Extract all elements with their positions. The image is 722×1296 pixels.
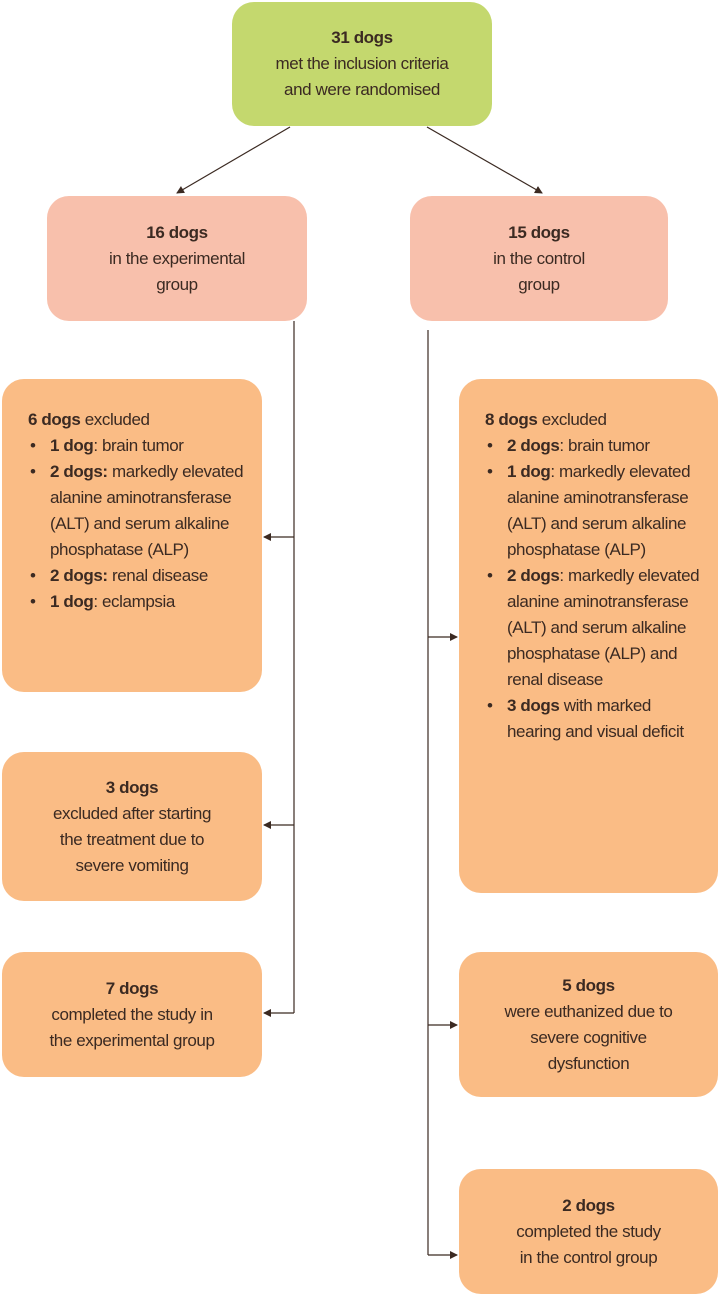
item-reason: : markedly elevated alanine aminotransfe… (507, 566, 700, 689)
exp-excluded-count: 6 dogs (28, 410, 81, 429)
ctrl-completed-text: completed the study (516, 1221, 661, 1241)
item-count: 2 dogs (507, 566, 560, 585)
ctrl-euthanized-text: severe cognitive (530, 1027, 647, 1047)
exp-completed-text: the experimental group (49, 1030, 215, 1050)
ctrl-excluded-count: 8 dogs (485, 410, 538, 429)
randomised-count: 31 dogs (331, 28, 393, 47)
list-item: 2 dogs: renal disease (28, 563, 252, 589)
exp-vomiting-text: the treatment due to (59, 829, 205, 849)
item-reason: renal disease (107, 566, 208, 585)
list-item: 1 dog: eclampsia (28, 589, 252, 615)
ctrl-excluded-label: excluded (537, 410, 607, 429)
randomised-box: 31 dogs met the inclusion criteria and w… (232, 2, 492, 126)
exp-vomiting-text: severe vomiting (75, 855, 189, 875)
control-euthanized-box: 5 dogs were euthanized due to severe cog… (459, 952, 718, 1097)
item-reason: markedly elevated alanine aminotransfera… (50, 462, 244, 559)
experimental-text: in the experimental (108, 248, 246, 268)
control-excluded-box: 8 dogs excluded 2 dogs: brain tumor 1 do… (459, 379, 718, 893)
exp-vomiting-text: excluded after starting (52, 803, 212, 823)
ctrl-euthanized-count: 5 dogs (562, 975, 615, 995)
control-count: 15 dogs (508, 222, 570, 242)
item-reason: : eclampsia (93, 592, 175, 611)
experimental-vomiting-box: 3 dogs excluded after starting the treat… (2, 752, 262, 901)
ctrl-completed-count: 2 dogs (562, 1195, 615, 1215)
item-count: 3 dogs (507, 696, 560, 715)
experimental-excluded-box: 6 dogs excluded 1 dog: brain tumor 2 dog… (2, 379, 262, 692)
ctrl-completed-text: in the control group (519, 1247, 658, 1267)
item-count: 2 dogs: (50, 566, 108, 585)
experimental-text: group (156, 274, 198, 294)
experimental-count: 16 dogs (146, 222, 208, 242)
list-item: 2 dogs: markedly elevated alanine aminot… (485, 563, 708, 693)
exp-excluded-label: excluded (80, 410, 150, 429)
item-count: 1 dog (507, 462, 551, 481)
exp-completed-text: completed the study in (51, 1004, 213, 1024)
arrow-to-experimental (176, 126, 291, 194)
item-count: 1 dog (50, 592, 94, 611)
list-item: 3 dogs with marked hearing and visual de… (485, 693, 708, 745)
exp-vomiting-count: 3 dogs (105, 777, 159, 797)
randomised-text: and were randomised (284, 80, 440, 99)
item-count: 1 dog (50, 436, 94, 455)
item-reason: : brain tumor (559, 436, 650, 455)
control-text: in the control (493, 248, 585, 268)
experimental-group-box: 16 dogs in the experimental group (47, 196, 307, 321)
ctrl-euthanized-text: were euthanized due to (504, 1001, 673, 1021)
item-reason: : markedly elevated alanine aminotransfe… (507, 462, 691, 559)
item-reason: with marked hearing and visual deficit (507, 696, 684, 741)
control-completed-box: 2 dogs completed the study in the contro… (459, 1169, 718, 1294)
exp-completed-count: 7 dogs (105, 978, 159, 998)
ctrl-euthanized-text: dysfunction (547, 1053, 630, 1073)
item-reason: : brain tumor (93, 436, 184, 455)
list-item: 2 dogs: brain tumor (485, 433, 708, 459)
list-item: 2 dogs: markedly elevated alanine aminot… (28, 459, 252, 563)
item-count: 2 dogs: (50, 462, 108, 481)
control-group-box: 15 dogs in the control group (410, 196, 668, 321)
randomised-text: met the inclusion criteria (275, 54, 449, 73)
list-item: 1 dog: brain tumor (28, 433, 252, 459)
item-count: 2 dogs (507, 436, 560, 455)
list-item: 1 dog: markedly elevated alanine aminotr… (485, 459, 708, 563)
arrow-to-control (426, 126, 543, 194)
experimental-completed-box: 7 dogs completed the study in the experi… (2, 952, 262, 1077)
control-text: group (518, 274, 560, 294)
